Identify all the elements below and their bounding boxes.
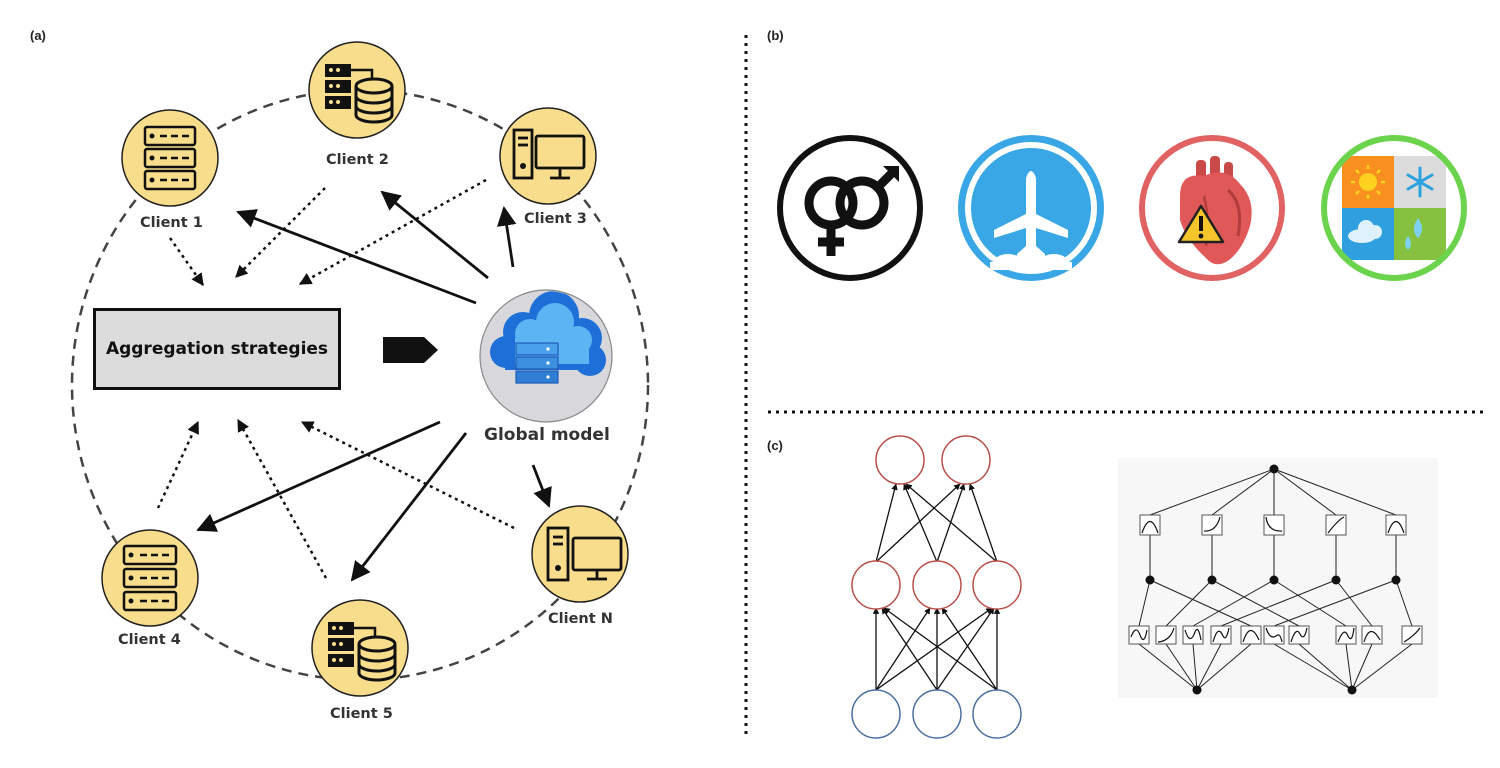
- panel-label-a: (a): [30, 28, 46, 43]
- global-model-icon: [479, 289, 613, 423]
- client-4-label: Client 4: [118, 632, 181, 648]
- client-1-label: Client 1: [140, 215, 203, 231]
- download-arrows: [196, 190, 552, 582]
- client-n-icon: [531, 505, 629, 603]
- panel-label-b: (b): [767, 28, 784, 43]
- global-model-label: Global model: [484, 425, 610, 445]
- aggregation-strategies-label: Aggregation strategies: [105, 339, 329, 359]
- gender-symbols-icon: [777, 135, 923, 281]
- panel-label-c: (c): [767, 438, 783, 453]
- mlp-network-diagram: [851, 435, 1022, 739]
- airplane-takeoff-icon: [958, 135, 1104, 281]
- client-n-label: Client N: [548, 611, 613, 627]
- client-2-label: Client 2: [326, 152, 389, 168]
- kan-network-diagram: [1118, 458, 1438, 698]
- client-4-icon: [101, 529, 199, 627]
- weather-seasons-icon: [1321, 135, 1467, 281]
- client-ring: [70, 88, 650, 682]
- upload-arrows: [156, 178, 515, 579]
- aggregation-to-global-arrow: [383, 337, 438, 363]
- client-5-label: Client 5: [330, 706, 393, 722]
- client-3-icon: [499, 107, 597, 205]
- heart-warning-icon: [1139, 135, 1285, 281]
- client-2-icon: [308, 41, 406, 139]
- aggregation-strategies-box: Aggregation strategies: [93, 308, 341, 390]
- client-5-icon: [311, 599, 409, 697]
- client-1-icon: [121, 109, 219, 207]
- client-3-label: Client 3: [524, 211, 587, 227]
- federated-learning-diagram: [70, 41, 650, 697]
